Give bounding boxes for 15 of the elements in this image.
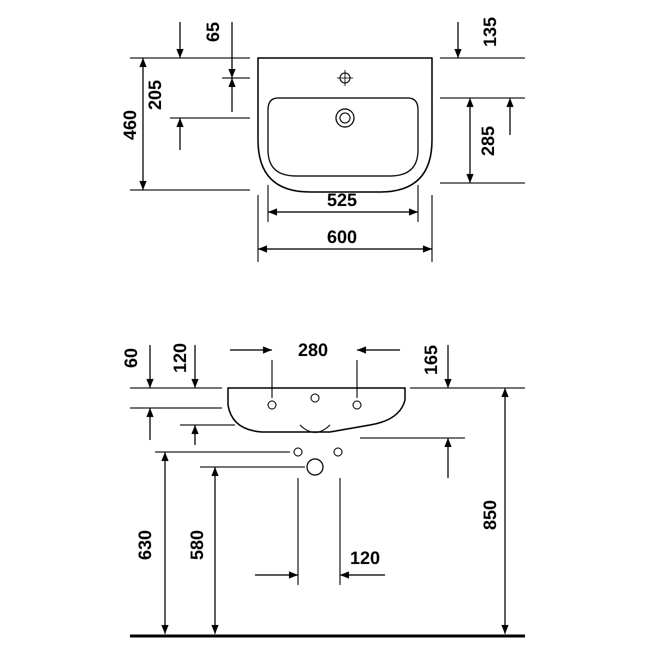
- dimension-value: 630: [136, 530, 154, 560]
- dimension-value: 135: [481, 16, 499, 48]
- dimension-value: 205: [146, 80, 164, 110]
- dimension-value: 850: [481, 500, 499, 530]
- dimension-value: 280: [298, 341, 328, 359]
- dimension-value: 60: [122, 348, 140, 368]
- dimension-value: 600: [326, 228, 358, 246]
- dimension-value: 285: [479, 126, 497, 156]
- dimension-value: 460: [121, 110, 139, 140]
- dimension-value: 165: [422, 344, 440, 376]
- dimension-value: 580: [188, 530, 206, 560]
- dimension-value: 65: [204, 22, 222, 42]
- dimension-value: 120: [350, 549, 380, 567]
- dimension-value: 120: [171, 342, 189, 374]
- dimension-value: 525: [326, 191, 358, 209]
